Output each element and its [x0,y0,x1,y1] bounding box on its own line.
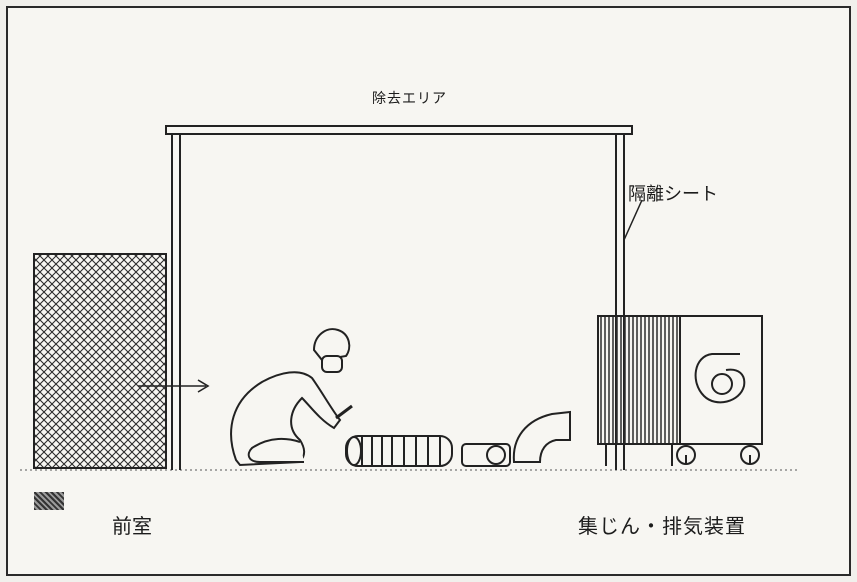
isolation-sheet-label: 隔離シート [628,184,718,205]
removal-area-label: 除去エリア [372,91,447,107]
anteroom-label: 前室 [112,514,152,538]
anteroom-block [33,253,167,469]
airflow-arrow [138,379,210,393]
flexible-duct-icon [345,410,571,467]
worker-figure-icon [230,328,353,467]
dust-exhaust-label: 集じん・排気装置 [578,514,746,538]
isolation-sheet-leader [623,199,643,241]
blower-fan-icon [694,353,746,404]
legend-swatch-icon [34,492,64,510]
dust-exhaust-unit [597,315,763,466]
